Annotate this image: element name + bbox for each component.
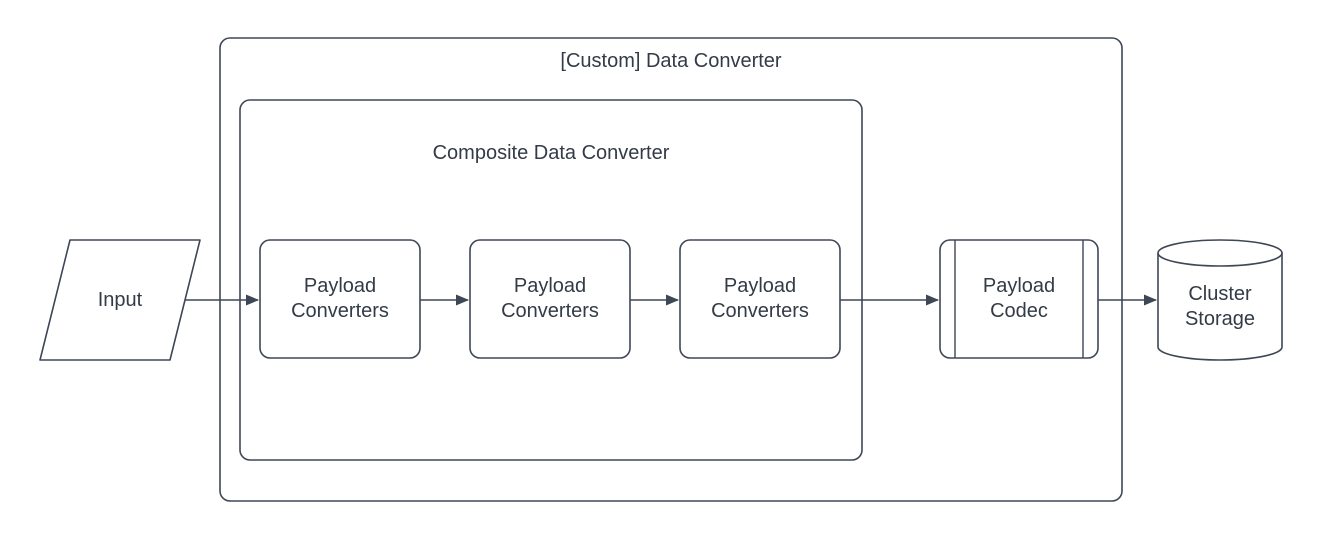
payload-converter-node-3-label: Payload Converters <box>711 275 809 322</box>
cluster-storage-cylinder-body <box>1157 253 1283 361</box>
payload-converter-node-2-label: Payload Converters <box>501 275 599 322</box>
payload-converter-node-2-shape <box>469 239 631 359</box>
payload-converter-node-1-label: Payload Converters <box>291 275 389 322</box>
payload-converter-node-1-shape <box>259 239 421 359</box>
input-node-shape <box>39 239 201 361</box>
payload-converter-node-3-shape <box>679 239 841 359</box>
payload-codec-node-label: Payload Codec <box>982 275 1056 322</box>
payload-codec-node-shape <box>939 239 1099 359</box>
cluster-storage-cylinder-top <box>1157 239 1283 267</box>
input-node-label: Input <box>97 288 143 311</box>
inner-group-title: Composite Data Converter <box>432 142 670 164</box>
cluster-storage-node-label: Cluster Storage <box>1184 282 1256 330</box>
outer-group-title: [Custom] Data Converter <box>560 50 782 72</box>
